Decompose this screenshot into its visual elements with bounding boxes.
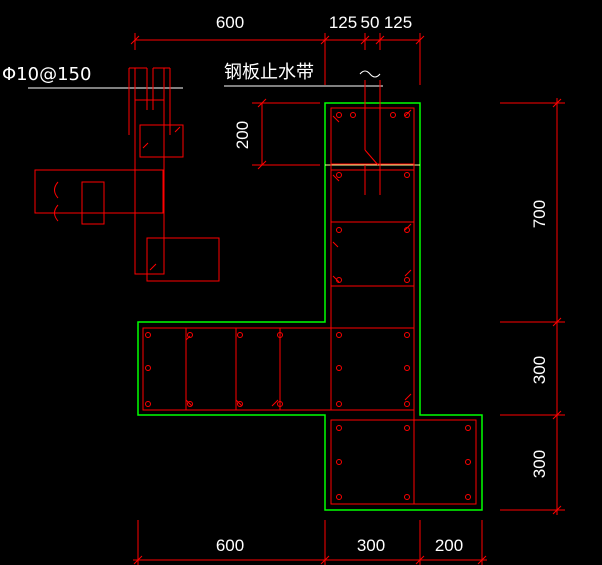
section-rebar [142, 107, 477, 505]
section-outline [137, 102, 483, 511]
right-dim-300-lower: 300 [530, 450, 549, 478]
right-dimension [500, 98, 565, 515]
waterstop-offset-dim-200: 200 [233, 121, 252, 149]
bottom-dim-200: 200 [435, 536, 463, 555]
right-dim-700: 700 [530, 200, 549, 228]
waterstop-label: 钢板止水带 [224, 62, 314, 83]
break-mark-icon [359, 70, 381, 78]
bottom-dim-600: 600 [216, 536, 244, 555]
top-dimension [130, 33, 425, 85]
top-dim-50: 50 [361, 13, 380, 32]
rebar-spec-label: Φ10@150 [2, 64, 91, 85]
top-dim-125-left: 125 [329, 13, 357, 32]
rebar-detail [34, 67, 220, 282]
top-dim-600: 600 [216, 13, 244, 32]
rebar-dots [145, 112, 471, 500]
bottom-dimension [133, 520, 487, 565]
right-dim-300-upper: 300 [530, 356, 549, 384]
waterstop-plate [364, 80, 381, 195]
bottom-dim-300: 300 [357, 536, 385, 555]
waterstop-offset-dimension [252, 98, 320, 170]
top-dim-125-right: 125 [384, 13, 412, 32]
